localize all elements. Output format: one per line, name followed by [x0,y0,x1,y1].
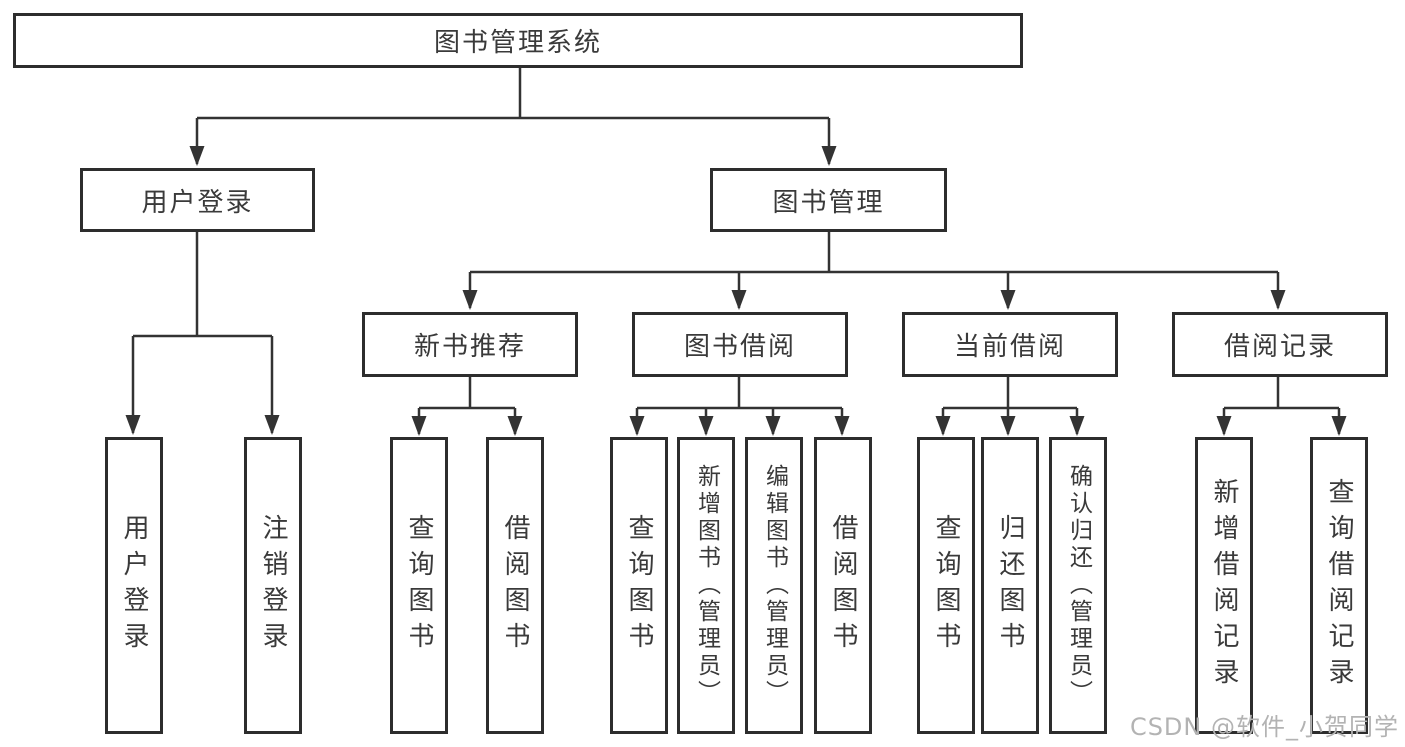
connector-mgmt-to-level3 [468,232,1280,308]
node-label: 编辑图书（管理员） [761,464,788,707]
connector-login-to-children [131,232,274,433]
node-label: 查询借阅记录 [1324,477,1354,694]
node-label: 图书借阅 [683,332,796,362]
connector-lines [131,68,1341,434]
leaf-borrow-books-recommend: 借阅图书 [486,437,544,734]
leaf-add-books-admin: 新增图书（管理员） [677,437,735,734]
arrowhead [125,415,141,435]
connector-bookborrow-children [635,377,844,434]
arrowhead [731,290,747,310]
leaf-borrow-books: 借阅图书 [814,437,872,734]
node-book-borrowing: 图书借阅 [632,312,848,377]
arrowhead [821,146,837,166]
node-label: 归还图书 [995,513,1025,658]
arrowhead [1000,290,1016,310]
arrowhead [411,416,427,436]
csdn-watermark: CSDN @软件_小贺同学 [1129,713,1399,741]
node-label: 借阅图书 [828,513,858,658]
node-label: 当前借阅 [953,332,1066,362]
leaf-query-borrow-record: 查询借阅记录 [1310,437,1368,734]
node-user-login: 用户登录 [80,168,315,232]
arrowhead [1216,416,1232,436]
leaf-query-books-current: 查询图书 [917,437,975,734]
node-current-borrowing: 当前借阅 [902,312,1118,377]
leaf-confirm-return-admin: 确认归还（管理员） [1049,437,1107,734]
arrowhead [935,416,951,436]
node-label: 用户登录 [119,513,149,658]
arrowhead [765,416,781,436]
arrowheads [125,146,1347,436]
node-borrowing-records: 借阅记录 [1172,312,1388,377]
arrowhead [462,290,478,310]
leaf-edit-books-admin: 编辑图书（管理员） [745,437,803,734]
arrowhead [1000,416,1016,436]
node-library-management-system: 图书管理系统 [13,13,1023,68]
leaf-user-login: 用户登录 [105,437,163,734]
node-label: 注销登录 [258,513,288,658]
arrowhead [1270,290,1286,310]
connector-newbook-children [417,377,517,434]
leaf-add-borrow-record: 新增借阅记录 [1195,437,1253,734]
arrowhead [834,416,850,436]
node-label: 查询图书 [404,513,434,658]
leaf-logout: 注销登录 [244,437,302,734]
node-label: 确认归还（管理员） [1065,464,1092,707]
arrowhead [1331,416,1347,436]
node-label: 查询图书 [931,513,961,658]
arrowhead [629,416,645,436]
node-label: 图书管理 [772,187,885,218]
leaf-return-books: 归还图书 [981,437,1039,734]
leaf-query-books-borrow: 查询图书 [610,437,668,734]
arrowhead [1069,416,1085,436]
node-label: 新增借阅记录 [1209,477,1239,694]
node-label: 借阅图书 [500,513,530,658]
arrowhead [698,416,714,436]
node-new-book-recommendation: 新书推荐 [362,312,578,377]
node-label: 图书管理系统 [433,28,602,58]
node-label: 用户登录 [141,187,254,218]
arrowhead [264,415,280,435]
node-label: 借阅记录 [1223,332,1336,362]
node-label: 查询图书 [624,513,654,658]
node-book-management: 图书管理 [710,168,947,232]
arrowhead [507,416,523,436]
leaf-query-books-recommend: 查询图书 [390,437,448,734]
connector-root-to-level2 [195,68,831,164]
node-label: 新书推荐 [413,332,526,362]
node-label: 新增图书（管理员） [693,464,720,707]
connector-records-children [1222,377,1341,434]
arrowhead [189,146,205,166]
